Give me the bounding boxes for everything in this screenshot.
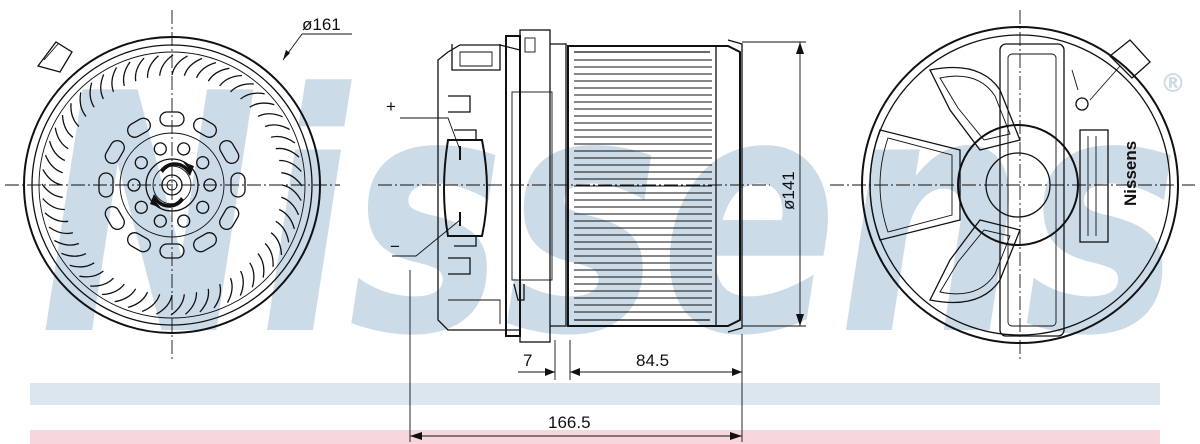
motor-diameter-label: ø141 — [779, 171, 798, 210]
fan-blade — [61, 114, 74, 138]
outer-diameter-label: ø161 — [302, 15, 341, 34]
fan-blade — [281, 184, 302, 201]
vent-hole — [134, 156, 148, 170]
vent-hole — [219, 140, 240, 164]
fan-blade — [41, 183, 63, 198]
rotation-arrow-icon — [150, 194, 184, 208]
fan-blade — [239, 270, 244, 296]
fan-blade — [264, 243, 274, 267]
electrical-connector: + − — [386, 97, 488, 257]
bottom-pink-band — [30, 430, 1160, 444]
offset-dimension-label: 7 — [523, 351, 532, 370]
fan-blade — [275, 147, 300, 158]
negative-terminal-label: − — [390, 237, 400, 256]
fan-blade — [281, 196, 300, 216]
fan-blade — [48, 140, 66, 162]
fan-blade — [207, 67, 230, 82]
fan-blade — [156, 294, 173, 315]
fan-blade — [226, 277, 233, 303]
vent-hole — [177, 142, 191, 156]
fan-blade — [264, 124, 290, 131]
fan-blade — [42, 198, 65, 211]
positive-terminal-label: + — [386, 97, 396, 116]
vent-hole — [153, 142, 167, 156]
vent-hole — [193, 117, 217, 138]
vent-hole — [193, 232, 217, 253]
fan-blade — [61, 252, 87, 257]
fan-blades — [41, 54, 303, 316]
vent-hole — [104, 140, 125, 164]
fan-blade — [249, 102, 275, 108]
fan-blade — [159, 54, 174, 76]
fan-blade — [185, 292, 198, 315]
fan-blade — [230, 83, 254, 93]
fan-blade — [278, 208, 296, 230]
fan-blade — [114, 288, 137, 303]
front-view-fan-wheel: ø161 — [5, 10, 352, 360]
fan-blade — [127, 291, 149, 309]
side-view-profile: + − ø141 7 84.5 — [378, 29, 806, 442]
fan-blade — [42, 169, 63, 186]
vent-hole — [127, 117, 151, 138]
fan-blade — [54, 239, 80, 246]
fan-blade — [170, 294, 185, 316]
vent-hole — [104, 206, 125, 230]
fan-blade — [79, 92, 87, 117]
fan-blade — [270, 135, 296, 144]
fan-blade — [275, 220, 290, 243]
fan-blade — [213, 283, 222, 309]
fan-wheel-side — [567, 39, 743, 333]
wheel-length-label: 84.5 — [636, 351, 669, 370]
fan-blade — [134, 57, 145, 82]
fan-blade — [183, 57, 203, 76]
fan-blade — [54, 127, 69, 150]
fan-blade — [101, 283, 125, 296]
vent-hole — [196, 156, 210, 170]
fan-blade — [70, 103, 80, 127]
fan-blade — [79, 270, 104, 278]
fan-blade — [279, 159, 302, 172]
rotation-arrow-icon — [160, 162, 194, 176]
fan-blade — [249, 262, 255, 288]
fan-blade — [195, 61, 217, 79]
fan-blade — [44, 212, 69, 223]
vent-hole — [177, 214, 191, 228]
fan-blade — [48, 226, 74, 235]
rear-view-motor: Nissens ® — [830, 10, 1195, 360]
fan-blade — [141, 294, 161, 313]
fan-blade — [44, 154, 63, 174]
vent-hole — [134, 200, 148, 214]
fan-blade — [199, 288, 210, 313]
top-blue-band — [30, 383, 1160, 405]
fan-blade — [171, 55, 188, 76]
fan-blade — [100, 74, 105, 100]
housing-brand-label: Nissens — [1121, 141, 1140, 206]
vent-hole — [127, 232, 151, 253]
vent-hole — [219, 206, 240, 230]
fan-blade — [257, 253, 265, 278]
vent-hole — [153, 214, 167, 228]
registered-mark: ® — [1160, 69, 1186, 99]
fan-blade — [257, 113, 283, 118]
fan-blade — [281, 172, 303, 187]
fan-blade — [69, 262, 95, 268]
fan-blade — [240, 92, 265, 100]
fan-blade — [122, 61, 131, 87]
fan-blade — [90, 277, 114, 287]
vent-hole — [196, 200, 210, 214]
overall-length-label: 166.5 — [548, 413, 591, 432]
fan-blade — [146, 55, 159, 78]
fan-blade — [219, 74, 243, 87]
fan-blade — [111, 67, 118, 93]
fan-blade — [270, 232, 283, 256]
fan-blade — [89, 82, 95, 108]
